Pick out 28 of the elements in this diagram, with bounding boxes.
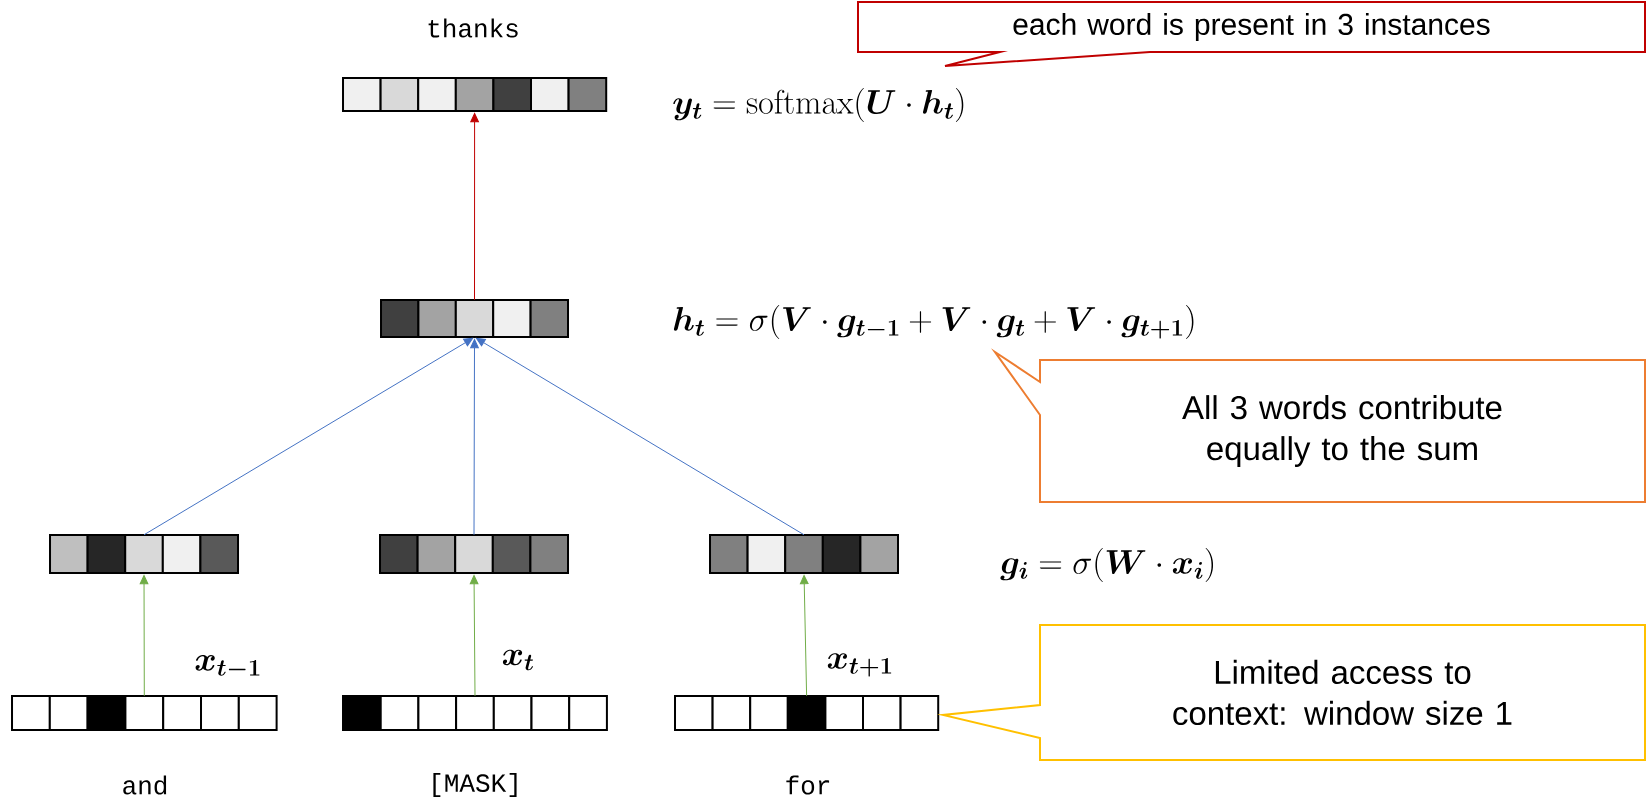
word-label: and xyxy=(123,775,167,795)
arrow xyxy=(139,574,149,697)
word-label: thanks xyxy=(428,18,518,38)
arrow xyxy=(470,112,479,301)
formula: $\boldsymbol{h_t} = \sigma(\boldsymbol{V} \cdot \boldsymbol{g_{t-1}} + \boldsymbol{V} \cdot \boldsymbol{g_t} + \boldsymbol{V} \cdot \boldsymbol{g_{t+1}})$ xyxy=(673,305,1194,339)
arrow xyxy=(143,337,474,536)
vector-bar xyxy=(379,534,569,574)
arrow xyxy=(799,574,809,697)
callout: All 3 words contribute equally to the sum xyxy=(991,348,1646,503)
vector-bar xyxy=(674,695,940,731)
vector-bar xyxy=(49,534,239,574)
vector-bar xyxy=(342,77,608,112)
arrow xyxy=(475,337,805,536)
vector-label: $\boldsymbol{x_{t+1}}$ xyxy=(827,653,892,677)
vector-bar xyxy=(380,299,569,338)
callout: each word is present in 3 instances xyxy=(857,1,1646,67)
word-label: for xyxy=(786,775,830,795)
vector-bar xyxy=(342,695,608,731)
vector-label: $\boldsymbol{x_{t}}$ xyxy=(502,649,534,671)
arrow xyxy=(469,574,479,697)
arrow xyxy=(470,338,479,536)
vector-bar xyxy=(709,534,899,574)
word-label: [MASK] xyxy=(433,772,517,798)
vector-label: $\boldsymbol{x_{t-1}}$ xyxy=(195,655,260,676)
formula: $\boldsymbol{g_i} = \sigma(\boldsymbol{W} \cdot \boldsymbol{x_i})$ xyxy=(1000,548,1214,582)
formula: $\boldsymbol{y_t} = \mathrm{softmax}(\boldsymbol{U} \cdot \boldsymbol{h_t})$ xyxy=(673,88,964,122)
callout: Limited access to context: window size 1 xyxy=(937,624,1646,761)
vector-bar xyxy=(11,695,278,731)
